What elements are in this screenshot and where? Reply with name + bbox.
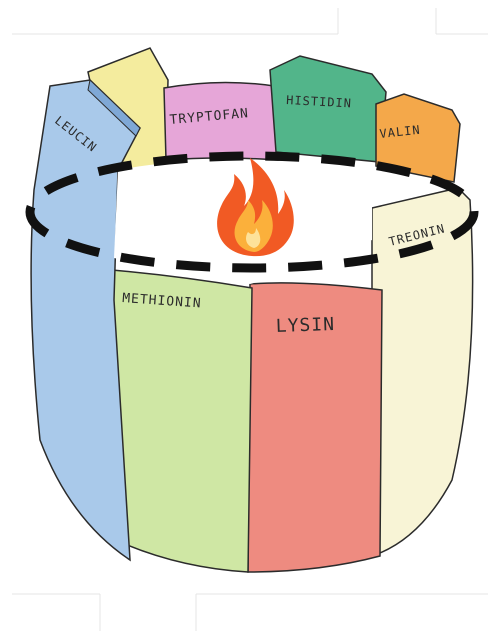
stave-treonin bbox=[372, 188, 473, 556]
stave-methionin bbox=[112, 270, 252, 572]
stave-label-lysin: LYSIN bbox=[275, 314, 335, 337]
